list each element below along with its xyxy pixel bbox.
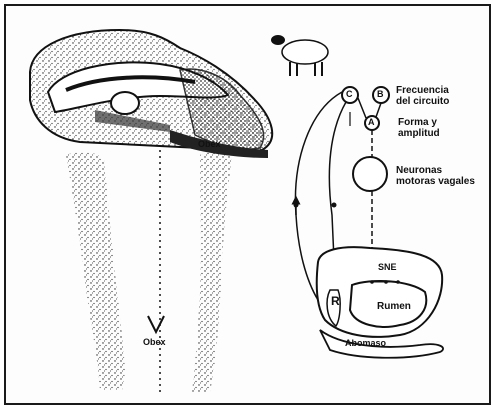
node-b-label: B — [377, 90, 384, 99]
forma-line2: amplitud — [398, 129, 440, 140]
frecuencia-label: Frecuencia del circuito — [396, 86, 449, 107]
obex-bottom-label: Obex — [143, 338, 166, 347]
sheep-icon — [271, 35, 328, 76]
motor-neuron-circle — [353, 157, 387, 191]
abomaso-label: Abomaso — [345, 339, 386, 348]
node-a-label: A — [368, 118, 375, 127]
node-c-label: C — [346, 90, 353, 99]
medulla-columns — [66, 151, 232, 392]
sne-label: SNE — [378, 263, 397, 272]
obex-v-mark — [148, 316, 164, 332]
neuronas-line1: Neuronas — [396, 166, 475, 177]
rumen-label: Rumen — [377, 302, 411, 313]
obex-top-label: Obex — [198, 140, 221, 149]
brain-section — [30, 30, 272, 158]
forma-line1: Forma y — [398, 118, 440, 129]
neuronas-label: Neuronas motoras vagales — [396, 166, 475, 187]
r-node-label: R — [331, 295, 340, 308]
neuronas-line2: motoras vagales — [396, 177, 475, 188]
frecuencia-line2: del circuito — [396, 97, 449, 108]
frecuencia-line1: Frecuencia — [396, 86, 449, 97]
forma-label: Forma y amplitud — [398, 118, 440, 139]
